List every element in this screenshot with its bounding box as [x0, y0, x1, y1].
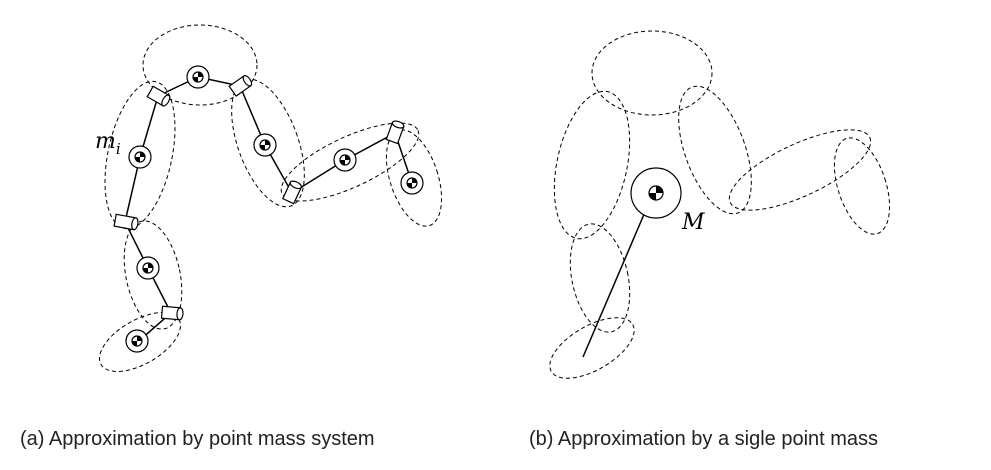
- outline-b-left-foot: [549, 317, 635, 379]
- outline-b-left-thigh: [553, 90, 631, 240]
- joint-hip-right: [228, 75, 253, 97]
- caption-b: (b) Approximation by a sigle point mass: [529, 428, 878, 450]
- com-whole-body-icon: [630, 167, 682, 219]
- com-left-foot-icon: [125, 329, 149, 353]
- label-M: M: [681, 210, 705, 235]
- link-chain-left: [124, 76, 241, 341]
- panel-a-body-outlines: [99, 24, 443, 372]
- joint-hip-left: [146, 85, 171, 107]
- label-m-i: mi: [95, 129, 121, 158]
- outline-b-right-foot: [833, 137, 891, 235]
- outline-right-shank: [280, 122, 420, 202]
- joint-ankle-left: [160, 305, 184, 321]
- panel-a-links: [124, 76, 413, 341]
- joint-knee-left: [113, 213, 139, 231]
- label-m-i-base: m: [95, 129, 116, 154]
- panel-a-point-mass-system: mi (a) Approximation by point mass syste…: [20, 24, 443, 450]
- panel-a-joints: [113, 75, 405, 321]
- joint-ankle-right: [385, 120, 405, 145]
- outline-right-foot: [385, 129, 443, 227]
- mass-support-line: [582, 211, 646, 358]
- outline-b-left-shank: [569, 223, 631, 333]
- com-left-shank-icon: [136, 256, 160, 280]
- outline-b-torso: [591, 30, 713, 116]
- label-m-i-subscript: i: [116, 140, 121, 158]
- com-right-shank-icon: [333, 148, 357, 172]
- com-left-thigh-icon: [128, 145, 152, 169]
- outline-left-shank: [123, 220, 183, 330]
- outline-right-thigh: [231, 78, 305, 208]
- panel-b-single-point-mass: M (b) Approximation by a sigle point mas…: [529, 30, 891, 450]
- outline-b-right-shank: [728, 129, 872, 211]
- outline-torso: [142, 24, 258, 106]
- com-right-foot-icon: [400, 171, 424, 195]
- panel-b-body-outlines: [549, 30, 891, 379]
- com-right-thigh-icon: [253, 133, 277, 157]
- com-torso-icon: [186, 65, 210, 89]
- outline-b-right-thigh: [678, 85, 752, 215]
- joint-knee-right: [281, 180, 303, 205]
- panel-a-point-masses: [125, 65, 424, 353]
- caption-a: (a) Approximation by point mass system: [20, 428, 375, 450]
